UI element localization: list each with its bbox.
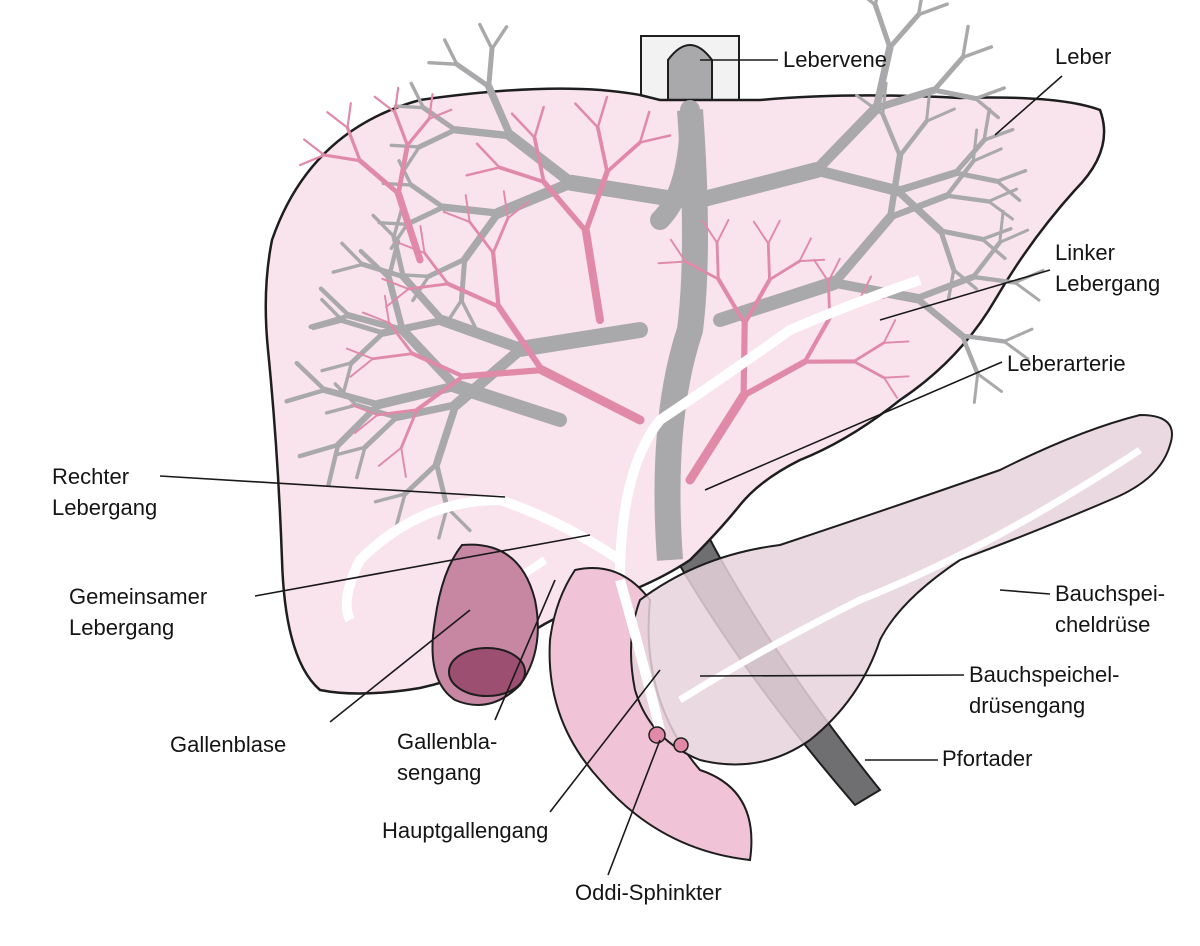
vein-branch [489,49,492,87]
label-rechter-lebergang: Rechter Lebergang [52,461,157,523]
vein-branch [445,40,457,64]
vein-branch [429,63,457,65]
artery-branch [304,140,324,156]
vein-branch [457,64,489,86]
vein-branch [480,25,492,49]
label-lebervene: Lebervene [783,44,887,75]
vein-branch [875,5,890,47]
vein-branch [492,27,507,49]
vein-branch [890,15,919,48]
vein-branch [395,106,423,108]
vein-branch [1015,283,1039,301]
label-linker-lebergang: Linker Lebergang [1055,237,1160,299]
label-gallenblasengang: Gallenbla- sengang [397,726,497,788]
label-oddi-sphinkter: Oddi-Sphinkter [575,877,722,908]
label-bauchspeicheldruesengang: Bauchspeichel- drüsengang [969,659,1119,721]
vein-branch [934,57,963,90]
vein-branch [974,374,977,403]
oddi-sphinkter-shape [649,727,665,743]
vein-branch [850,0,875,5]
vein-branch [875,0,880,5]
vein-branch [978,374,1002,392]
oddi-sphinkter-shape [674,738,688,752]
artery-branch [884,341,909,342]
vein-branch [461,259,464,300]
vein-branch [1004,329,1032,341]
artery-branch [768,243,769,279]
vein-branch [963,47,992,57]
label-pfortader: Pfortader [942,743,1033,774]
label-gemeinsamer-lebergang: Gemeinsamer Lebergang [69,581,207,643]
artery-branch [347,103,350,127]
gallbladder-fundus [449,648,525,696]
artery-branch [375,97,395,113]
label-gallenblase: Gallenblase [170,729,286,760]
vein-branch [919,4,948,14]
label-leberarterie: Leberarterie [1007,348,1126,379]
vein-branch [963,26,968,57]
leader-bauchspeicheldruese [1000,590,1050,594]
label-bauchspeicheldruese: Bauchspei- cheldrüse [1055,578,1165,640]
vein-branch [962,336,977,374]
artery-branch [717,243,718,279]
label-hauptgallengang: Hauptgallengang [382,815,548,846]
label-leber: Leber [1055,41,1111,72]
artery-branch [800,260,825,261]
artery-branch [884,376,909,377]
leader-bauchspeicheldruesengang [700,675,964,676]
artery-branch [327,112,347,128]
vein-branch [962,336,1004,342]
